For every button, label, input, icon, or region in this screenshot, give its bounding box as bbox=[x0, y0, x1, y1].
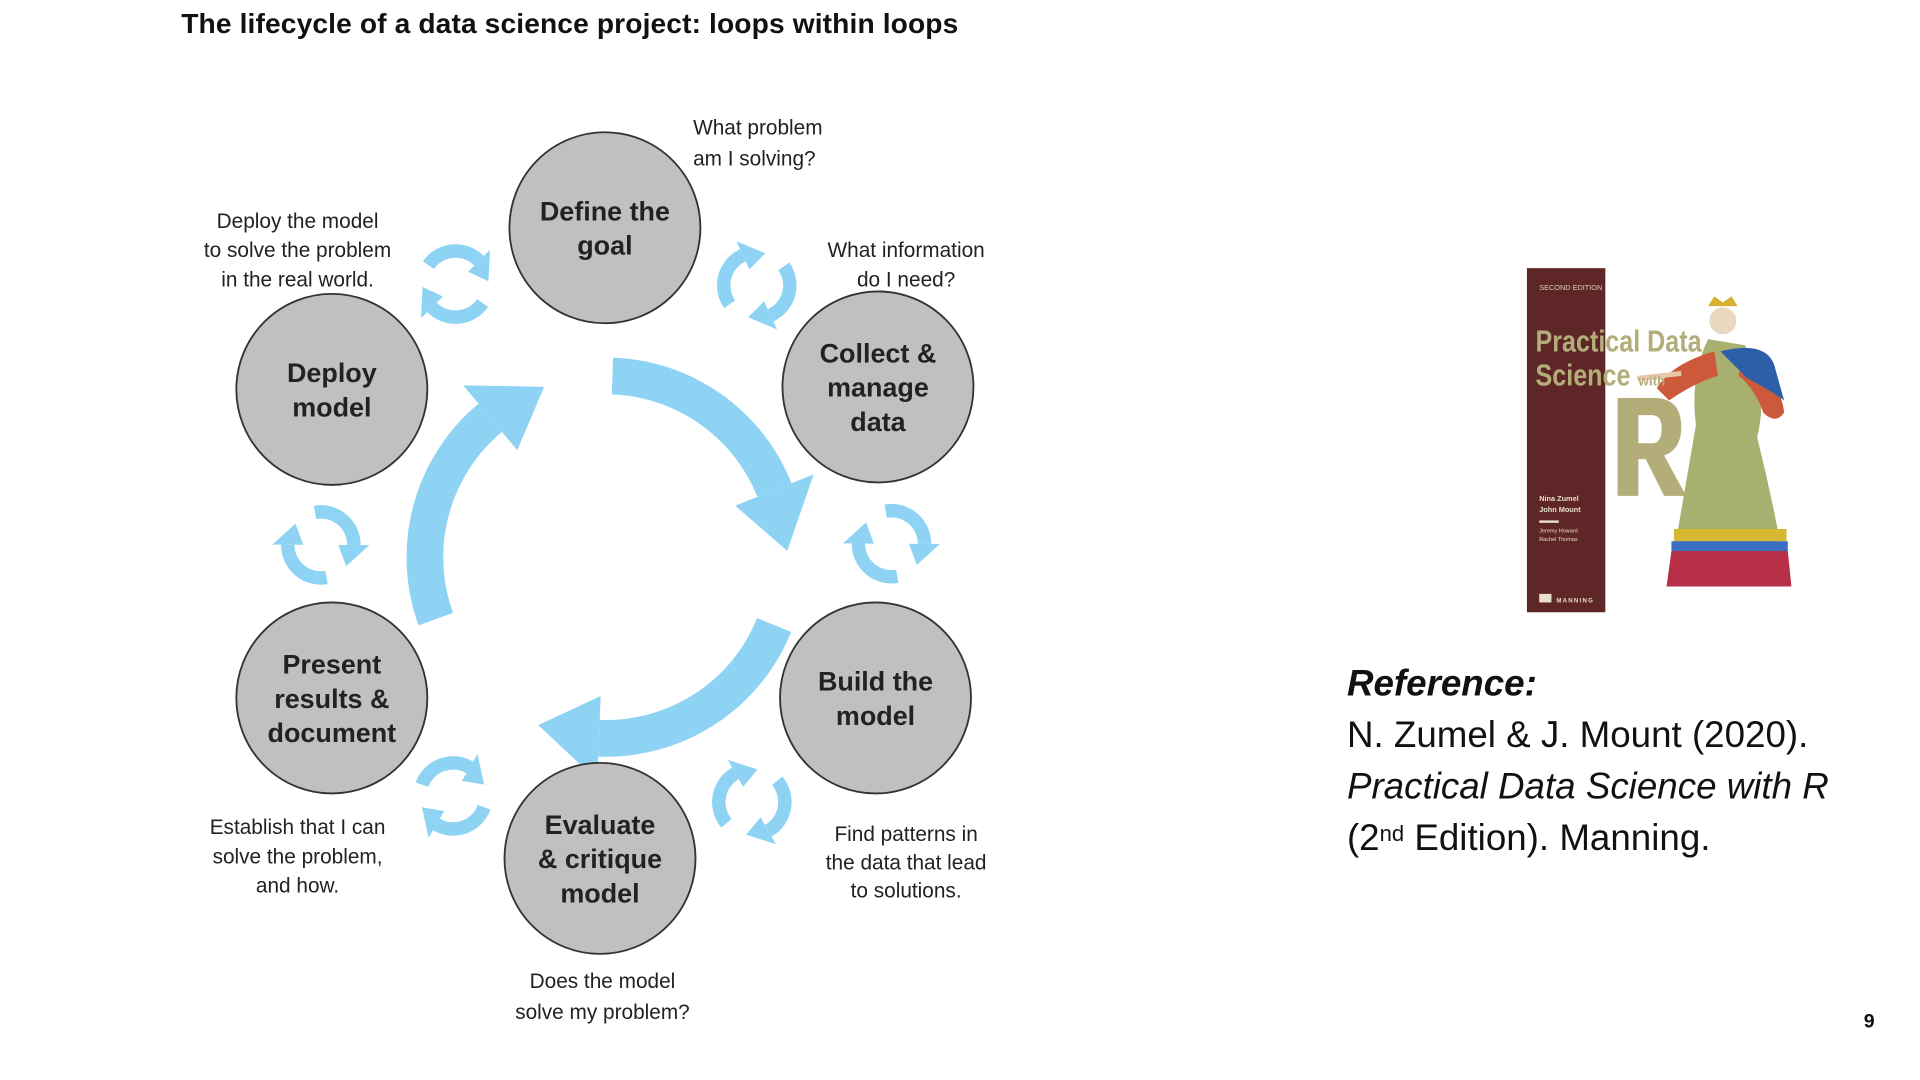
reference-block: Reference: N. Zumel & J. Mount (2020). P… bbox=[1347, 659, 1829, 865]
cycle-icon-define-collect-b bbox=[717, 241, 766, 309]
annotation-evaluate: Does the model bbox=[530, 970, 676, 993]
cover-foreword-1: Jeremy Howard bbox=[1539, 529, 1578, 535]
stage-label: results & bbox=[274, 684, 389, 714]
cycle-icon-evaluate-present-b bbox=[421, 804, 491, 838]
cycle-icon-evaluate-present-a bbox=[415, 754, 485, 788]
cover-publisher: MANNING bbox=[1556, 597, 1594, 604]
arrows-layer bbox=[272, 241, 940, 845]
slide-title: The lifecycle of a data science project:… bbox=[181, 7, 959, 40]
annotation-build: to solutions. bbox=[851, 880, 962, 903]
stage-circle-deploy: Deploy model bbox=[235, 292, 429, 486]
annotation-define: What problem bbox=[693, 117, 822, 140]
annotation-present: Establish that I can bbox=[210, 816, 386, 839]
annotation-collect: do I need? bbox=[857, 269, 955, 292]
page-number: 9 bbox=[1863, 1011, 1875, 1033]
cycle-icon-collect-build-a bbox=[842, 522, 899, 584]
stage-label: model bbox=[560, 878, 639, 908]
annotation-present: solve the problem, bbox=[213, 845, 383, 868]
reference-authors: N. Zumel & J. Mount (2020). bbox=[1346, 715, 1809, 756]
cycle-icon-present-deploy-b bbox=[272, 523, 328, 585]
stage-circle-define: Define the goal bbox=[508, 131, 702, 325]
stage-label: Collect & bbox=[820, 338, 937, 368]
annotation-deploy: to solve the problem bbox=[204, 239, 391, 262]
stage-label: goal bbox=[577, 231, 632, 261]
cover-title-with: with bbox=[1637, 374, 1665, 389]
stage-label: Define the bbox=[540, 196, 670, 226]
stage-label: model bbox=[836, 701, 915, 731]
reference-edition-pre: (2 bbox=[1346, 817, 1380, 859]
cover-foreword-2: Rachel Thomas bbox=[1539, 537, 1578, 543]
big-cycle-arrow-2 bbox=[611, 357, 814, 551]
big-cycle-arrow-1 bbox=[406, 385, 545, 626]
reference-edition-post: Edition). Manning. bbox=[1404, 817, 1711, 859]
stage-label: Present bbox=[282, 649, 381, 679]
reference-heading: Reference: bbox=[1346, 663, 1537, 705]
stage-label: Build the bbox=[818, 667, 933, 697]
cover-figure-illustration bbox=[1636, 296, 1792, 587]
stage-circle-build: Build the model bbox=[779, 601, 972, 795]
stage-circle-evaluate: Evaluate & critique model bbox=[503, 761, 697, 955]
annotation-define: am I solving? bbox=[693, 147, 816, 170]
stage-label: data bbox=[850, 407, 906, 437]
annotations-layer: What problem am I solving? What informatio… bbox=[204, 117, 987, 1024]
stage-label: & critique bbox=[538, 844, 662, 874]
cover-title-line2: Science bbox=[1536, 358, 1631, 392]
stage-circle-collect: Collect & manage data bbox=[781, 290, 975, 484]
annotation-collect: What information bbox=[828, 239, 985, 262]
annotation-present: and how. bbox=[256, 875, 339, 898]
cover-big-r-shape bbox=[1617, 397, 1687, 496]
cycle-icon-deploy-define-a bbox=[422, 244, 491, 282]
cover-foreword-rule bbox=[1539, 520, 1559, 523]
stage-label: Deploy bbox=[287, 358, 377, 388]
cover-spine-panel bbox=[1526, 268, 1606, 613]
reference-book-title: Practical Data Science with R bbox=[1346, 766, 1829, 807]
annotation-evaluate: solve my problem? bbox=[515, 1001, 690, 1024]
cycle-icon-build-evaluate-b bbox=[746, 776, 792, 845]
cover-title-line1: Practical Data bbox=[1536, 324, 1702, 358]
reference-edition: (2nd Edition). Manning. bbox=[1347, 813, 1829, 864]
annotation-deploy: Deploy the model bbox=[217, 210, 379, 233]
cycle-icon-collect-build-b bbox=[884, 503, 940, 565]
cycle-icon-define-collect-a bbox=[748, 262, 797, 330]
reference-edition-sup: nd bbox=[1379, 821, 1405, 847]
cycle-icon-build-evaluate-a bbox=[712, 759, 758, 828]
manning-logo-icon bbox=[1539, 593, 1552, 603]
book-cover-image: SECOND EDITION Practical Data Science wi… bbox=[1526, 268, 1792, 613]
cover-edition: SECOND EDITION bbox=[1539, 283, 1602, 292]
cycle-icon-deploy-define-b bbox=[420, 286, 489, 324]
cover-author-2: John Mount bbox=[1539, 505, 1581, 514]
cycle-icon-present-deploy-a bbox=[313, 505, 370, 567]
annotation-deploy: in the real world. bbox=[221, 269, 374, 292]
big-cycle-arrow-3 bbox=[538, 617, 792, 781]
stage-label: document bbox=[268, 718, 397, 748]
stage-label: model bbox=[292, 392, 371, 422]
stage-label: Evaluate bbox=[545, 810, 656, 840]
annotation-build: the data that lead bbox=[826, 851, 987, 874]
stage-label: manage bbox=[827, 373, 929, 403]
cover-author-1: Nina Zumel bbox=[1539, 494, 1579, 503]
annotation-build: Find patterns in bbox=[834, 823, 977, 846]
stage-circle-present: Present results & document bbox=[235, 601, 429, 795]
